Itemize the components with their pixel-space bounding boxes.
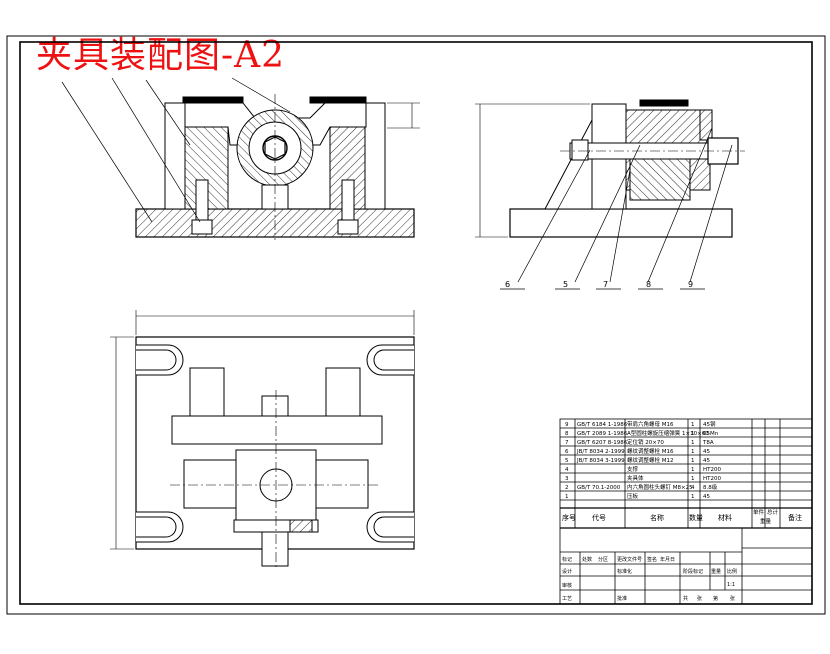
leader-label: 9 xyxy=(688,280,693,289)
drawing-title: 夹具装配图-A2 xyxy=(36,35,286,76)
bom-header: 序号 代号 名称 数量 材料 单件 总计 重量 备注 xyxy=(562,508,802,525)
bom-name: 螺纹调整螺栓 M12 xyxy=(627,456,674,464)
bom-material: 45 xyxy=(703,494,710,500)
bom-qty: 1 xyxy=(691,449,695,455)
bom-code: GB/T 2089 1-1986 xyxy=(577,431,628,437)
header-remark: 备注 xyxy=(788,513,802,522)
header-unit: 单件 xyxy=(753,508,765,516)
leader-label: 5 xyxy=(563,280,568,289)
bom-name: 带肩六角螺母 M16 xyxy=(627,420,674,428)
bom-qty: 1 xyxy=(691,422,695,428)
bom-material: HT200 xyxy=(703,476,721,482)
leader-labels: 6 5 7 8 9 xyxy=(505,280,693,289)
bom-qty: 1 xyxy=(691,431,695,437)
bom-qty: 1 xyxy=(691,440,695,446)
tb-label: 张 xyxy=(697,595,702,602)
bom-material: 65Mn xyxy=(703,431,719,437)
bom-qty: 1 xyxy=(691,458,695,464)
leader-label: 7 xyxy=(603,280,608,289)
bom-no: 1 xyxy=(565,494,569,500)
bom-no: 6 xyxy=(565,449,569,455)
bom-qty: 1 xyxy=(691,467,695,473)
tb-label: 审核 xyxy=(562,582,572,589)
bom-no: 2 xyxy=(565,485,569,491)
tb-label: 第 xyxy=(713,595,718,602)
bom-name: 定位销 20×70 xyxy=(627,438,664,446)
front-view xyxy=(61,77,420,240)
bom-code: GB/T 6207 8-1986 xyxy=(577,440,628,446)
tb-label: 标记 xyxy=(562,556,572,563)
bom-code: GB/T 6184 1-1986 xyxy=(577,422,628,428)
bom-qty: 1 xyxy=(691,494,695,500)
side-view xyxy=(475,99,745,290)
bom-material: T8A xyxy=(702,440,714,446)
tb-label: 签名 xyxy=(647,556,657,563)
bom-qty: 1 xyxy=(691,476,695,482)
bom-code: GB/T 70.1-2000 xyxy=(577,485,621,491)
bom-no: 9 xyxy=(565,422,569,428)
bom-name: 支撑 xyxy=(627,465,639,473)
tb-label: 批准 xyxy=(617,595,627,602)
outer-border xyxy=(6,35,826,615)
header-total: 总计 xyxy=(767,508,779,516)
inner-border xyxy=(19,41,813,605)
bom-table xyxy=(559,418,813,605)
tb-label: 设计 xyxy=(562,568,572,575)
bom-code: JB/T 8034 2-1999 xyxy=(576,449,625,455)
bom-name: 压板 xyxy=(627,492,639,500)
bom-qty: 4 xyxy=(691,485,695,491)
bom-no: 8 xyxy=(565,431,569,437)
title-block-text: 标记 处数 分区 更改文件号 签名 年月日 设计 标准化 审核 工艺 批准 阶段… xyxy=(562,556,737,602)
header-name: 名称 xyxy=(650,513,664,522)
bom-material: 45钢 xyxy=(703,420,716,428)
tb-label: 张 xyxy=(730,595,735,602)
leader-label: 8 xyxy=(646,280,651,289)
bom-code: JB/T 8034 3-1999 xyxy=(576,458,625,464)
header-code: 代号 xyxy=(592,513,606,522)
tb-label: 处数 xyxy=(582,556,592,563)
tb-label: 标准化 xyxy=(617,568,632,575)
tb-label: 分区 xyxy=(598,556,608,563)
tb-label: 共 xyxy=(683,595,688,602)
bom-name: 内六角圆柱头螺钉 M8×25 xyxy=(627,483,693,491)
bom-no: 4 xyxy=(565,467,569,473)
tb-label: 阶段标记 xyxy=(683,568,703,575)
tb-label: 年月日 xyxy=(660,556,675,563)
bom-no: 7 xyxy=(565,440,569,446)
header-qty: 数量 xyxy=(689,513,703,522)
bom-no: 5 xyxy=(565,458,569,464)
bom-name: 螺纹调整螺栓 M16 xyxy=(627,447,674,455)
bom-no: 3 xyxy=(565,476,569,482)
bom-name: A型圆柱螺旋压缩弹簧 1×10×60 xyxy=(627,429,709,437)
bom-material: 45 xyxy=(703,449,710,455)
header-material: 材料 xyxy=(718,513,732,522)
tb-label: 更改文件号 xyxy=(617,556,642,563)
header-no: 序号 xyxy=(562,513,576,522)
tb-label: 重量 xyxy=(711,568,721,575)
bom-material: HT200 xyxy=(703,467,721,473)
tb-label: 比例 xyxy=(727,568,737,575)
bom-material: 45 xyxy=(703,458,710,464)
tb-label: 工艺 xyxy=(562,596,572,602)
tb-scale: 1:1 xyxy=(727,582,735,588)
bom-name: 夹具体 xyxy=(627,474,644,482)
leader-label: 6 xyxy=(505,280,510,289)
bom-text: 9 GB/T 6184 1-1986 带肩六角螺母 M16 1 45钢 8 GB… xyxy=(565,420,721,500)
bom-material: 8.8级 xyxy=(703,483,718,491)
top-view xyxy=(110,310,415,570)
header-weight: 重量 xyxy=(760,517,772,525)
